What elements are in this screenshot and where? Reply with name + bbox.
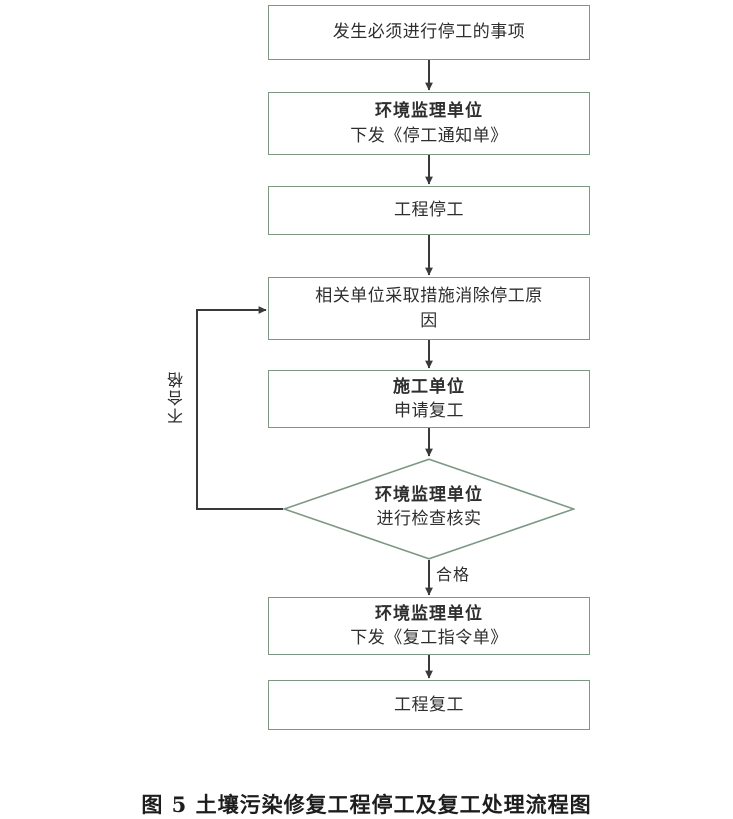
node-inspection-check-line-2: 进行检查核实 — [376, 509, 482, 529]
node-project-stopped: 工程停工 — [268, 186, 590, 235]
connector-inspection-fail-feedback — [196, 306, 283, 510]
figure-caption: 图 5 土壤污染修复工程停工及复工处理流程图 — [141, 792, 592, 817]
node-issue-stop-work-notice: 环境监理单位 下发《停工通知单》 — [268, 92, 590, 155]
node-project-stopped-line-1: 工程停工 — [394, 200, 464, 221]
node-issue-resume-order-line-1: 环境监理单位 — [375, 603, 483, 624]
node-issue-stop-work-notice-line-2: 下发《停工通知单》 — [350, 125, 508, 146]
node-apply-resume-work: 施工单位 申请复工 — [268, 370, 590, 428]
node-eliminate-cause-line-2: 因 — [420, 310, 438, 331]
node-apply-resume-work-line-1: 施工单位 — [393, 376, 465, 397]
node-eliminate-cause: 相关单位采取措施消除停工原 因 — [268, 277, 590, 340]
node-eliminate-cause-line-1: 相关单位采取措施消除停工原 — [315, 286, 543, 307]
node-project-resumed: 工程复工 — [268, 680, 590, 730]
edge-label-pass-branch: 合格 — [436, 565, 471, 584]
edge-label-fail-branch: 不合格 — [167, 370, 186, 424]
node-issue-resume-order-line-2: 下发《复工指令单》 — [350, 628, 508, 648]
node-issue-resume-order: 环境监理单位 下发《复工指令单》 — [268, 597, 590, 655]
node-trigger-event: 发生必须进行停工的事项 — [268, 5, 590, 60]
node-inspection-check: 环境监理单位 进行检查核实 — [283, 458, 575, 560]
node-trigger-event-line-1: 发生必须进行停工的事项 — [332, 22, 526, 43]
node-inspection-check-line-1: 环境监理单位 — [375, 484, 483, 505]
node-issue-stop-work-notice-line-1: 环境监理单位 — [375, 101, 483, 122]
diamond-shape — [283, 458, 575, 560]
node-apply-resume-work-line-2: 申请复工 — [394, 401, 464, 421]
node-project-resumed-line-1: 工程复工 — [394, 694, 464, 715]
